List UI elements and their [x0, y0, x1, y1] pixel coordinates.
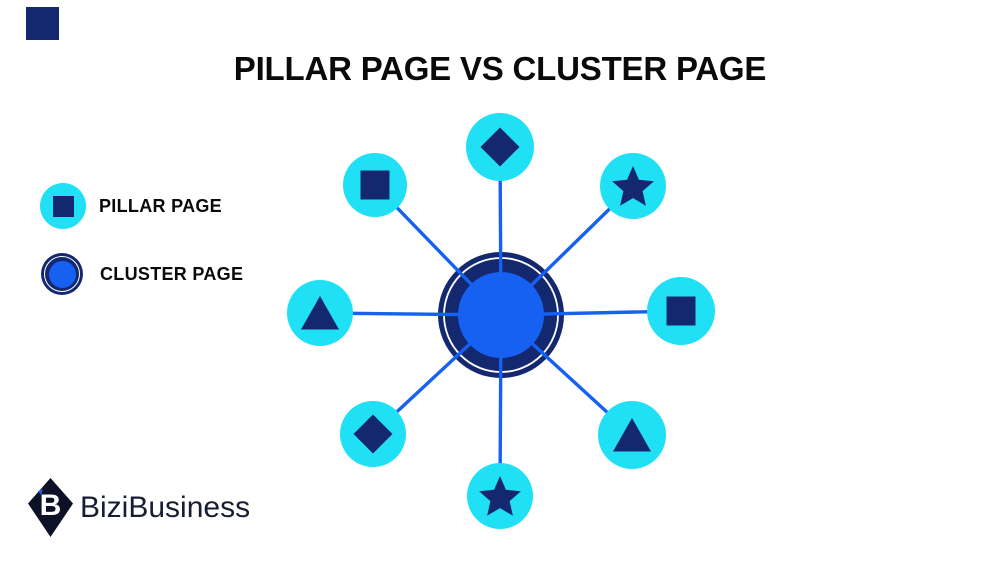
- logo-diamond-icon: B: [28, 478, 73, 537]
- corner-accent-square: [26, 7, 59, 40]
- logo: B BiziBusiness: [28, 478, 250, 537]
- hub-inner-circle: [458, 272, 544, 358]
- pillar-square-glyph: [52, 195, 74, 217]
- legend-label-pillar-page: PILLAR PAGE: [99, 195, 222, 216]
- cluster-ring-glyph: [44, 256, 80, 292]
- legend-label-cluster-page: CLUSTER PAGE: [100, 263, 244, 284]
- cluster-page-icon: [41, 253, 83, 295]
- logo-accent-triangle: [38, 489, 43, 495]
- pillar-page-icon: [40, 183, 86, 229]
- satellite-star-icon-top-right: [612, 166, 654, 206]
- logo-diamond-shape: [28, 478, 73, 537]
- satellite-triangle-icon-left: [301, 296, 339, 330]
- satellite-diamond-icon-bottom-left: [353, 414, 393, 454]
- satellite-triangle-icon-bottom-right: [613, 418, 651, 452]
- legend-item-pillar-page: PILLAR PAGE: [40, 183, 222, 229]
- logo-text: BiziBusiness: [80, 491, 251, 524]
- satellite-square-icon-top-left: [360, 170, 390, 200]
- legend-item-cluster-page: CLUSTER PAGE: [40, 253, 243, 295]
- satellite-star-icon-bottom: [479, 476, 521, 516]
- logo-monogram: B: [40, 489, 62, 522]
- satellite-square-icon-right: [666, 296, 696, 326]
- satellite-diamond-icon-top: [480, 127, 520, 167]
- page-title: PILLAR PAGE VS CLUSTER PAGE: [233, 50, 767, 87]
- cluster-dot-glyph: [48, 260, 76, 288]
